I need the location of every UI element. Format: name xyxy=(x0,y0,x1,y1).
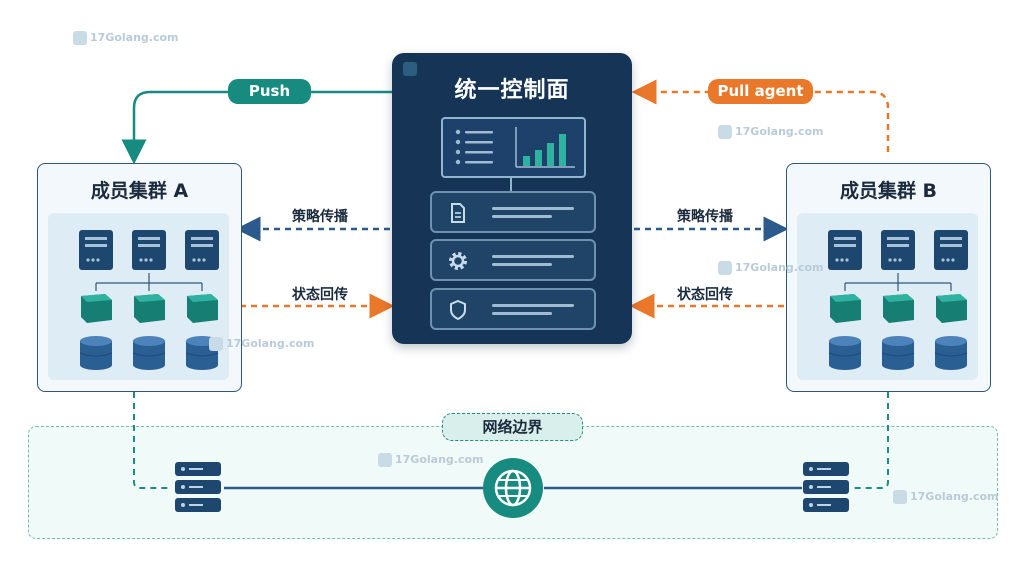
database-icon xyxy=(132,336,166,370)
pod-icon xyxy=(883,294,914,323)
server-rack-right-icon xyxy=(803,462,849,512)
policy-label-right: 策略传播 xyxy=(677,209,733,225)
cluster-a: 成员集群 A xyxy=(37,163,242,392)
pod-icon xyxy=(81,294,112,323)
shield-icon xyxy=(450,299,466,321)
server-icon xyxy=(828,230,862,270)
cluster-a-title: 成员集群 A xyxy=(90,180,189,202)
dashboard-chart-icon xyxy=(455,127,575,168)
watermark-logo-icon xyxy=(718,261,732,275)
network-border-label: 网络边界 xyxy=(442,413,583,441)
watermark-logo-icon xyxy=(209,337,223,351)
pull-agent-label: Pull agent xyxy=(708,79,813,104)
watermark-1: 17Golang.com xyxy=(73,31,179,45)
cluster-a-nodes xyxy=(79,230,219,370)
watermark-3: 17Golang.com xyxy=(718,261,824,275)
watermark-logo-icon xyxy=(718,125,732,139)
database-icon xyxy=(828,336,862,370)
watermark-logo-icon xyxy=(378,453,392,467)
policy-label-left: 策略传播 xyxy=(292,209,348,225)
globe-icon xyxy=(483,458,543,518)
dashboard-card xyxy=(441,117,586,178)
cluster-a-net-link xyxy=(133,392,172,489)
policy-module xyxy=(430,191,596,233)
config-module xyxy=(430,239,596,281)
status-label-right: 状态回传 xyxy=(677,287,733,303)
push-label: Push xyxy=(228,79,311,104)
cluster-a-body xyxy=(48,213,229,380)
document-icon xyxy=(451,203,465,223)
push-connector xyxy=(121,90,392,165)
database-icon xyxy=(881,336,915,370)
cluster-b-body xyxy=(797,213,978,380)
database-icon xyxy=(934,336,968,370)
watermark-logo-icon xyxy=(893,490,907,504)
pod-icon xyxy=(936,294,967,323)
watermark-6: 17Golang.com xyxy=(893,490,999,504)
pull-connector xyxy=(631,79,890,152)
pod-icon xyxy=(830,294,861,323)
security-module xyxy=(430,288,596,330)
cluster-b-title: 成员集群 B xyxy=(839,180,938,202)
status-label-left: 状态回传 xyxy=(292,287,348,303)
pod-icon xyxy=(134,294,165,323)
watermark-logo-icon xyxy=(73,31,87,45)
watermark-4: 17Golang.com xyxy=(209,337,315,351)
control-plane-title: 统一控制面 xyxy=(454,78,570,103)
server-icon xyxy=(132,230,166,270)
database-icon xyxy=(79,336,113,370)
gear-icon xyxy=(449,252,467,270)
dashboard-connector xyxy=(510,176,512,191)
pod-icon xyxy=(187,294,218,323)
logo-icon xyxy=(403,62,417,76)
server-icon xyxy=(79,230,113,270)
server-icon xyxy=(881,230,915,270)
cluster-b-net-link xyxy=(852,392,889,489)
server-icon xyxy=(934,230,968,270)
watermark-5: 17Golang.com xyxy=(378,453,484,467)
cluster-b: 成员集群 B xyxy=(786,163,991,392)
server-icon xyxy=(185,230,219,270)
watermark-2: 17Golang.com xyxy=(718,125,824,139)
cluster-b-nodes xyxy=(828,230,968,370)
server-rack-left-icon xyxy=(175,462,221,512)
